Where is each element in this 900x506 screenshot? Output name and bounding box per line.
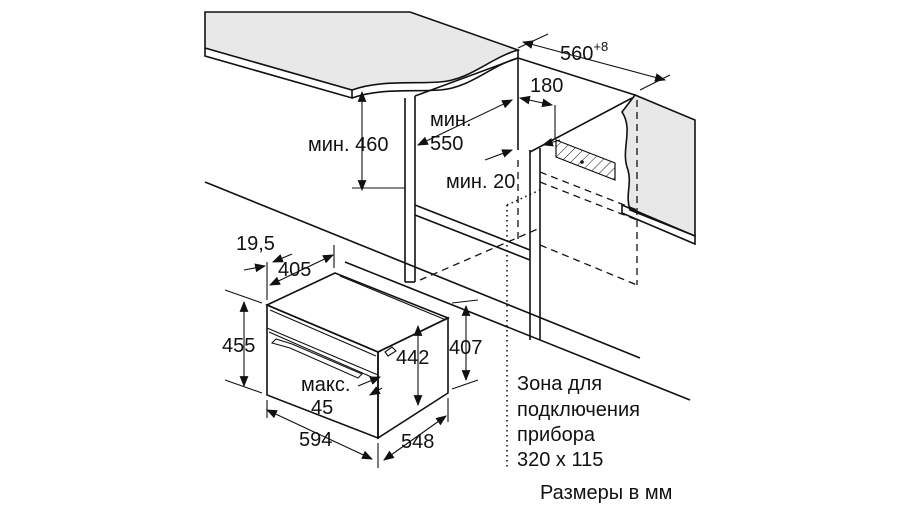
label-body-depth: 548: [401, 431, 434, 453]
label-niche-depth-min: мин.: [430, 109, 472, 131]
left-countertop: [204, 11, 521, 100]
label-gap-min: мин. 20: [446, 171, 515, 193]
label-front-height: 455: [222, 335, 255, 357]
label-front-frame: 19,5: [236, 233, 275, 255]
connection-zone-line2: подключения: [517, 399, 640, 421]
label-body-height: 442: [396, 347, 429, 369]
connection-zone-hatch: [555, 139, 616, 181]
label-side-height: 407: [449, 337, 482, 359]
label-panel-gap: макс.: [301, 374, 350, 396]
label-niche-width: 560+8: [560, 39, 608, 65]
label-front-width: 594: [299, 429, 332, 451]
units-note: Размеры в мм: [540, 482, 672, 504]
label-cutout-offset: 180: [530, 75, 563, 97]
connection-zone-line3: прибора: [517, 424, 596, 446]
label-panel-gap-value: 45: [311, 397, 333, 419]
label-niche-height: мин. 460: [308, 134, 388, 156]
right-countertop: [621, 94, 696, 246]
label-top-depth: 405: [278, 259, 311, 281]
dimension-lines: [224, 33, 671, 468]
connection-zone-line1: Зона для: [517, 373, 602, 395]
connection-zone-line4: 320 x 115: [517, 449, 603, 471]
label-niche-depth-value: 550: [430, 133, 463, 155]
